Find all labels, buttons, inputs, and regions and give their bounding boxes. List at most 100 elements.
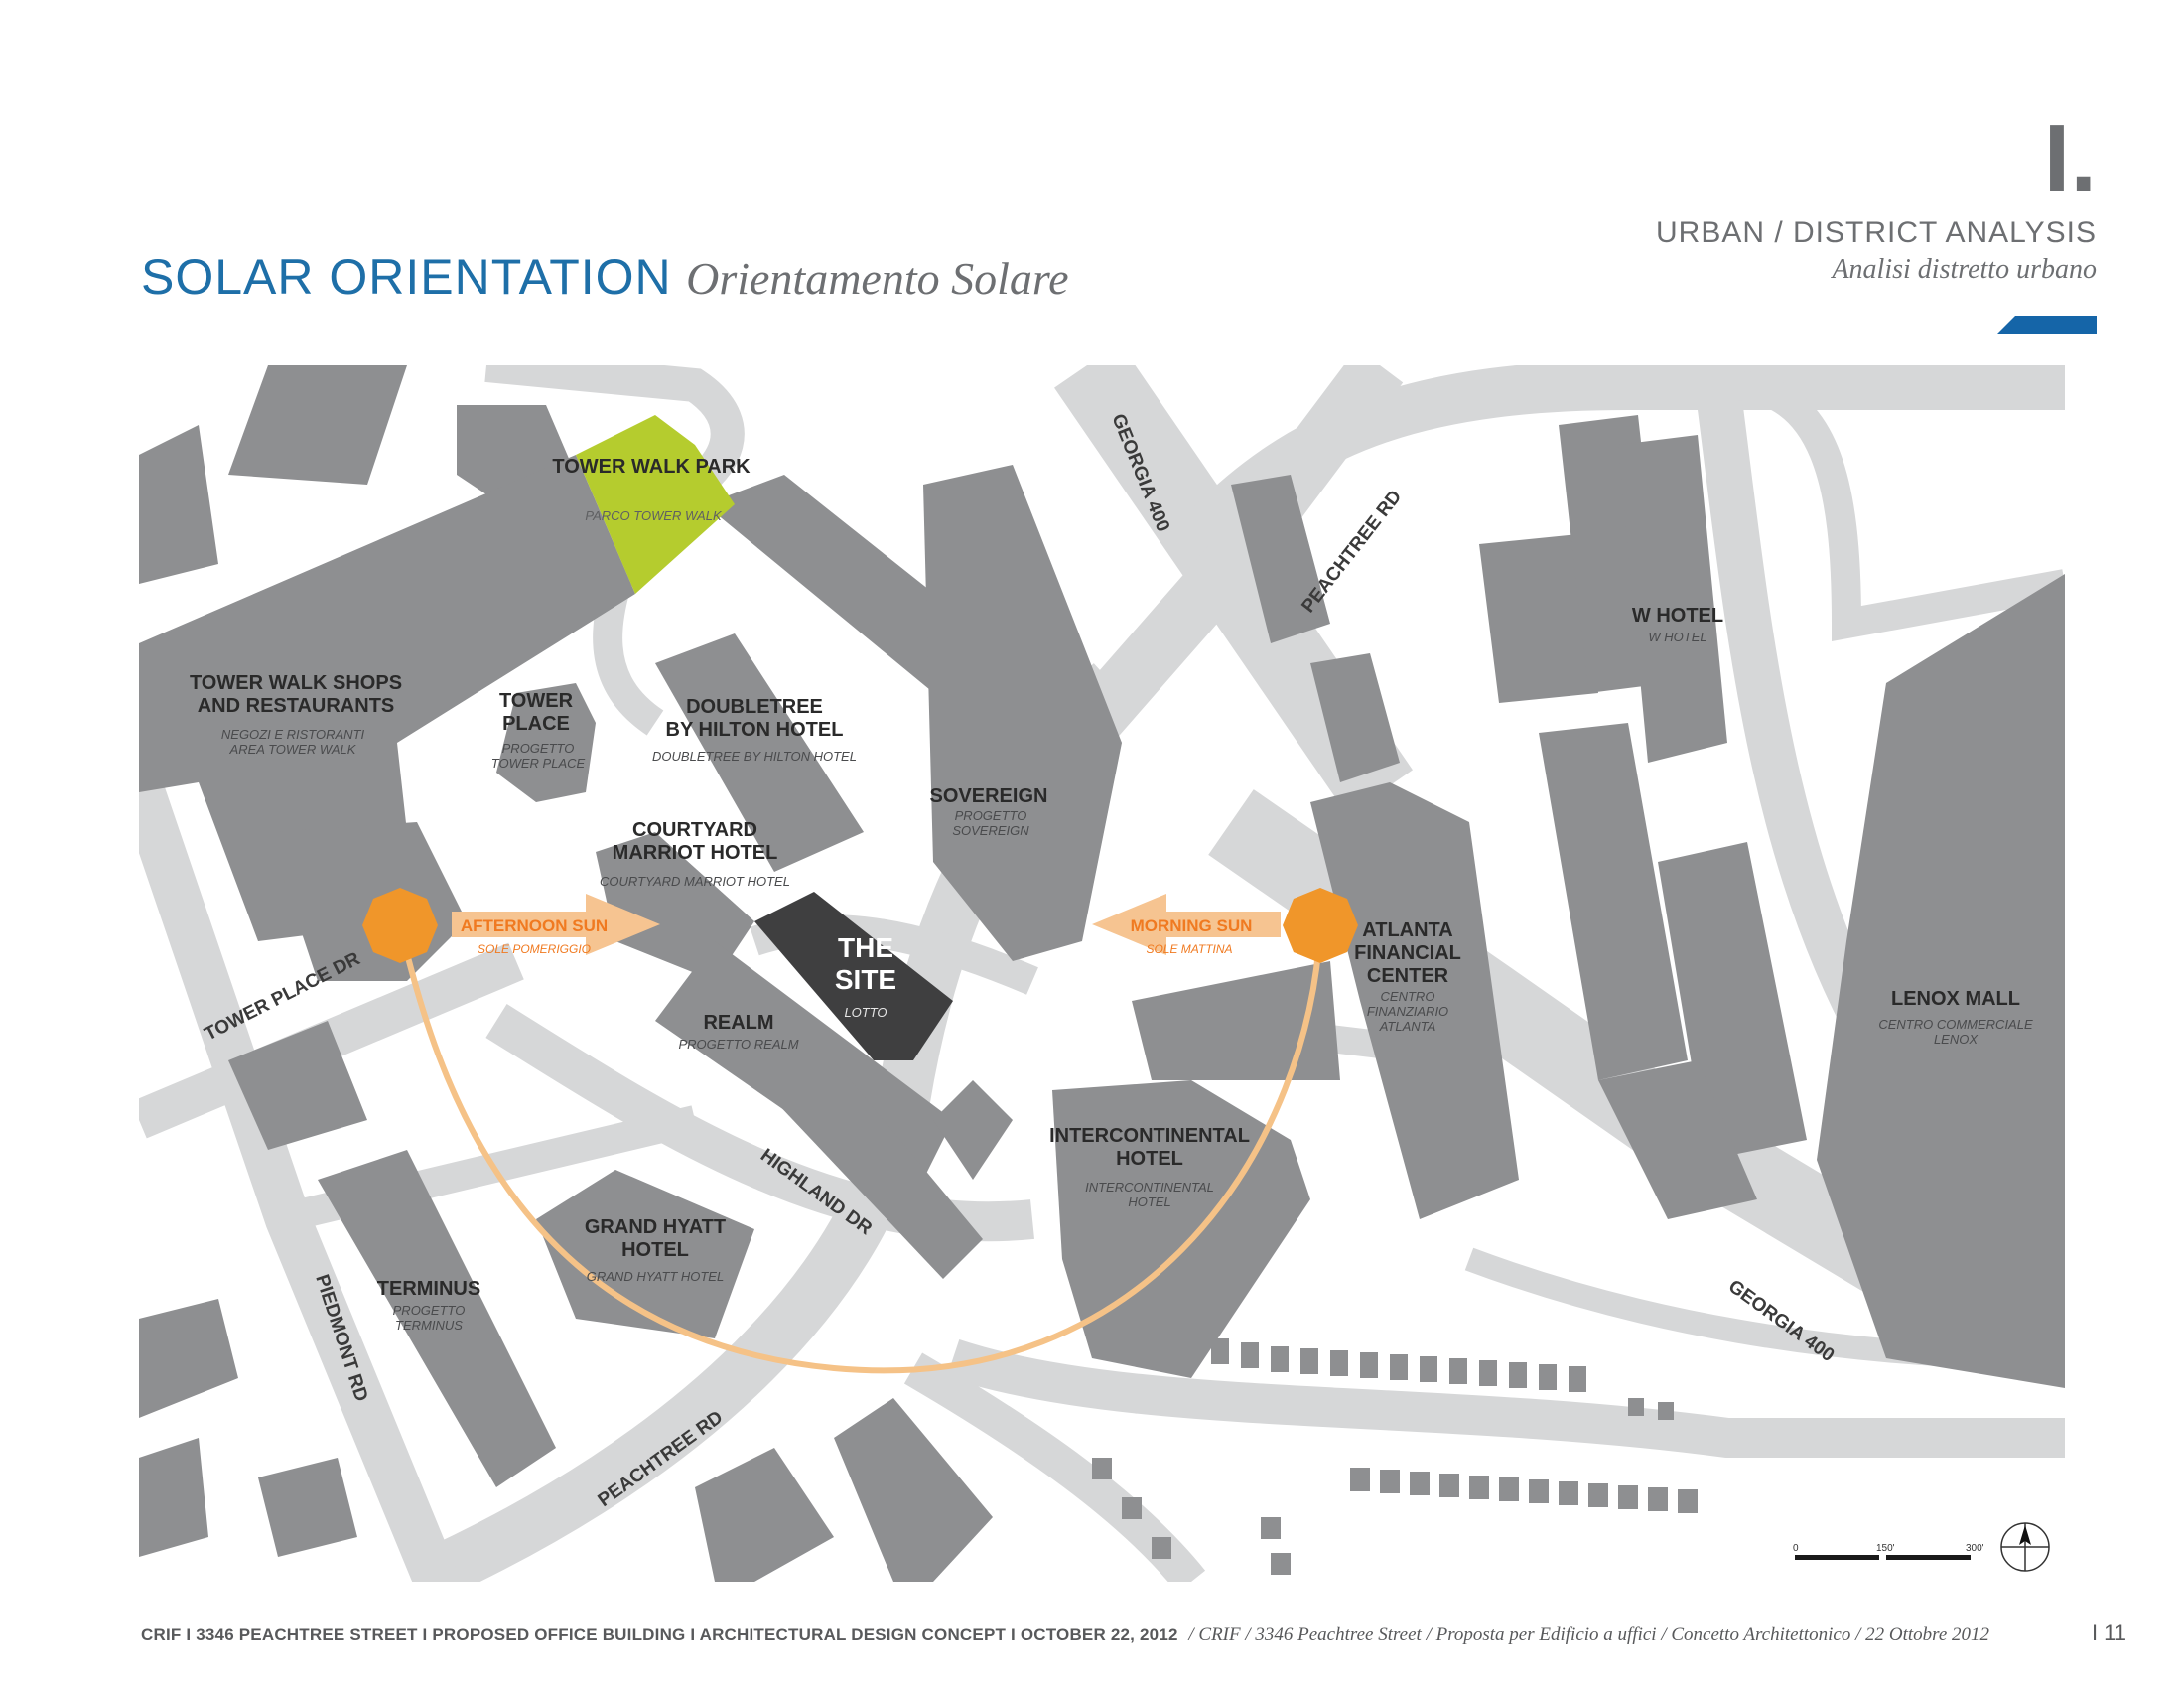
map-canvas: TOWER WALK PARK PARCO TOWER WALK TOWER W… xyxy=(139,365,2065,1582)
afternoon-sun-label: AFTERNOON SUN xyxy=(461,916,608,935)
morning-sun-note: SOLE MATTINA xyxy=(1146,942,1232,956)
house xyxy=(1539,1364,1557,1390)
place-label-realm: REALM xyxy=(703,1012,773,1034)
section-number: I. xyxy=(2043,105,2097,211)
label-line: AND RESTAURANTS xyxy=(198,695,395,717)
place-note-doubletree: DOUBLETREE BY HILTON HOTEL xyxy=(652,749,857,764)
afternoon-sun-arrow xyxy=(452,894,660,955)
place-note-grand-hyatt: GRAND HYATT HOTEL xyxy=(587,1269,724,1284)
building-w-hotel xyxy=(1618,435,1727,763)
road-east-arc xyxy=(1726,370,2065,641)
place-label-lenox-mall: LENOX MALL xyxy=(1891,988,2020,1010)
label-line: SITE xyxy=(835,964,896,995)
house xyxy=(1122,1497,1142,1519)
page-title-en: SOLAR ORIENTATION xyxy=(141,249,672,305)
label-line: SOVEREIGN xyxy=(952,823,1029,838)
morning-arrow-shape xyxy=(1092,894,1281,955)
label-line: TOWER WALK SHOPS xyxy=(190,672,402,694)
place-label-terminus: TERMINUS xyxy=(377,1278,480,1300)
morning-sun-icon xyxy=(1283,888,1358,963)
house xyxy=(1152,1537,1171,1559)
house xyxy=(1479,1360,1497,1386)
building-grand-hyatt xyxy=(536,1170,754,1338)
building-east-tower-1 xyxy=(1479,534,1598,703)
footer-text-it: / CRIF / 3346 Peachtree Street / Propost… xyxy=(1188,1624,1990,1645)
house xyxy=(1658,1402,1674,1420)
building-central-south xyxy=(774,1060,983,1279)
house xyxy=(1499,1477,1519,1501)
place-note-courtyard: COURTYARD MARRIOT HOTEL xyxy=(600,874,790,889)
house xyxy=(1678,1489,1698,1513)
building-realm-b xyxy=(933,1080,1013,1180)
north-arrow-pointer xyxy=(2019,1525,2031,1545)
label-line: CENTRO COMMERCIALE xyxy=(1878,1017,2033,1032)
place-label-tower-walk-park: TOWER WALK PARK xyxy=(552,456,751,478)
page-title: SOLAR ORIENTATION Orientamento Solare xyxy=(141,248,1069,306)
house xyxy=(1569,1366,1586,1392)
label-line: NEGOZI E RISTORANTI xyxy=(221,727,365,742)
building-lenox-mall xyxy=(1817,574,2065,1388)
house xyxy=(1628,1398,1644,1416)
section-subtitle: Analisi distretto urbano xyxy=(1832,254,2097,285)
label-line: AREA TOWER WALK xyxy=(229,742,357,757)
house xyxy=(1588,1483,1608,1507)
morning-sun-arrow xyxy=(1092,894,1281,955)
building-tower-place xyxy=(496,683,596,802)
buildings xyxy=(139,365,2065,1582)
label-line: CENTRO xyxy=(1381,989,1435,1004)
house xyxy=(1469,1476,1489,1499)
house xyxy=(1390,1354,1408,1380)
page-title-it: Orientamento Solare xyxy=(686,253,1069,304)
building-south-2 xyxy=(834,1398,993,1582)
house xyxy=(1211,1338,1229,1364)
label-line: TERMINUS xyxy=(395,1318,463,1333)
label-line: PLACE xyxy=(502,713,570,735)
label-line: FINANZIARIO xyxy=(1367,1004,1448,1019)
place-name-line: TOWER WALK PARK xyxy=(552,456,751,478)
house xyxy=(1380,1470,1400,1493)
building-nw-1 xyxy=(228,365,407,485)
house xyxy=(1509,1362,1527,1388)
house xyxy=(1449,1358,1467,1384)
scale-bar-segment-2 xyxy=(1886,1555,1971,1560)
building-east-mid xyxy=(1539,723,1688,1080)
building-west-1 xyxy=(228,1021,367,1150)
label-line: PROGETTO xyxy=(502,741,575,756)
place-note-realm: PROGETTO REALM xyxy=(678,1037,798,1052)
footer: CRIF I 3346 PEACHTREE STREET I PROPOSED … xyxy=(141,1624,1989,1646)
building-tower-walk-shops xyxy=(139,455,635,941)
building-financial-center xyxy=(1310,782,1519,1219)
section-title: URBAN / DISTRICT ANALYSIS xyxy=(1656,216,2097,249)
house xyxy=(1618,1485,1638,1509)
house xyxy=(1271,1346,1289,1372)
north-arrow-icon xyxy=(2000,1522,2050,1572)
house xyxy=(1350,1468,1370,1491)
building-nw-2 xyxy=(139,425,218,584)
page-number: I 11 xyxy=(2091,1620,2126,1645)
label-line: THE xyxy=(838,932,893,963)
label-line: ATLANTA xyxy=(1362,919,1452,941)
footer-text-en: CRIF I 3346 PEACHTREE STREET I PROPOSED … xyxy=(141,1625,1178,1644)
house xyxy=(1410,1472,1430,1495)
house xyxy=(1300,1348,1318,1374)
place-note-tower-walk-park: PARCO TOWER WALK xyxy=(585,508,723,523)
house xyxy=(1330,1350,1348,1376)
afternoon-sun-note: SOLE POMERIGGIO xyxy=(478,942,591,956)
house xyxy=(1439,1474,1459,1497)
label-line: COURTYARD xyxy=(632,819,757,841)
the-site xyxy=(754,892,953,1060)
tower-walk-park xyxy=(576,415,735,594)
place-label-sovereign: SOVEREIGN xyxy=(930,785,1048,807)
building-sw-2 xyxy=(139,1438,208,1557)
house xyxy=(1261,1517,1281,1539)
scale-bar-segment-1 xyxy=(1795,1555,1879,1560)
scale-tick-0: 0 xyxy=(1793,1543,1799,1554)
